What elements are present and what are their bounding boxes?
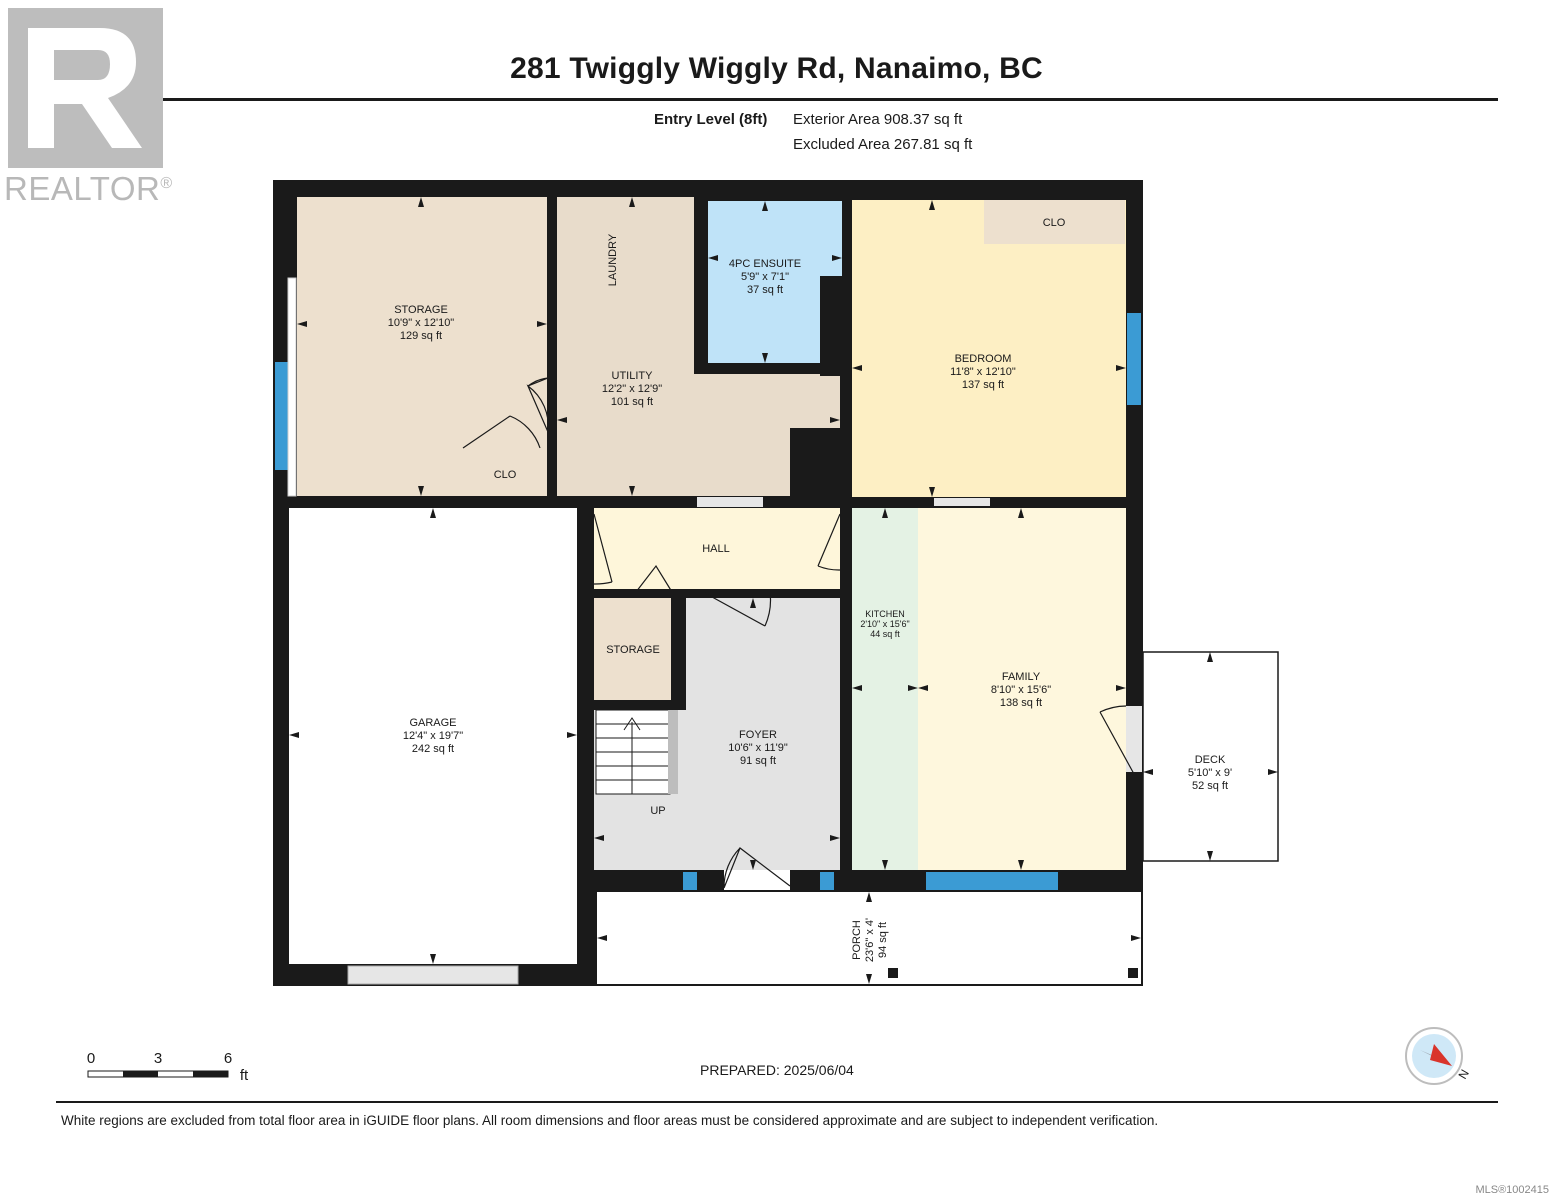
kitchen-name: KITCHEN bbox=[865, 609, 905, 619]
dimension-arrows bbox=[289, 197, 1278, 984]
hall-name: HALL bbox=[702, 543, 730, 555]
bedroom-area: 137 sq ft bbox=[962, 379, 1004, 391]
window-foyer-2 bbox=[820, 872, 834, 890]
window-storage bbox=[275, 362, 289, 470]
stairs bbox=[595, 709, 678, 795]
opening-utility-hall bbox=[697, 497, 763, 507]
ensuite-dims: 5'9" x 7'1" bbox=[741, 271, 789, 283]
window-bedroom bbox=[1127, 313, 1141, 405]
excluded-area: Excluded Area 267.81 sq ft bbox=[793, 136, 973, 153]
compass-north-label: N bbox=[1455, 1067, 1471, 1082]
deck-door-gap bbox=[1126, 706, 1142, 772]
garage-area: 242 sq ft bbox=[412, 743, 454, 755]
room-family bbox=[918, 508, 1126, 870]
wall-storage-foyer bbox=[671, 590, 686, 710]
foyer-area: 91 sq ft bbox=[740, 755, 776, 767]
wall-ensuite bbox=[820, 276, 852, 376]
foyer-name: FOYER bbox=[739, 729, 777, 741]
front-door-gap bbox=[724, 870, 790, 890]
room-storage-main bbox=[297, 197, 547, 496]
bedroom-name: BEDROOM bbox=[955, 353, 1012, 365]
scale-tick-6: 6 bbox=[224, 1050, 232, 1067]
room-utility bbox=[557, 197, 840, 496]
disclaimer-text: White regions are excluded from total fl… bbox=[61, 1113, 1159, 1128]
room-porch bbox=[597, 892, 1141, 984]
bedroom-dims: 11'8" x 12'10" bbox=[950, 366, 1016, 378]
realtor-logo-icon bbox=[8, 8, 163, 168]
storage-main-name: STORAGE bbox=[394, 304, 448, 316]
deck-outline bbox=[1142, 651, 1279, 862]
scale-tick-0: 0 bbox=[87, 1050, 95, 1067]
page-title: 281 Twiggly Wiggly Rd, Nanaimo, BC bbox=[510, 52, 1043, 85]
wall-utility bbox=[790, 428, 852, 498]
header-rule bbox=[56, 98, 1498, 101]
porch-post-1 bbox=[888, 968, 898, 978]
compass-icon: N bbox=[1405, 1027, 1472, 1085]
room-labels: STORAGE 10'9" x 12'10" 129 sq ft CLO LAU… bbox=[388, 217, 1232, 962]
porch-post-2 bbox=[1128, 968, 1138, 978]
storage-small-name: STORAGE bbox=[606, 644, 660, 656]
level-label: Entry Level (8ft) bbox=[654, 111, 768, 128]
clo-bedroom-name: CLO bbox=[1043, 217, 1066, 229]
stairs-up-label: UP bbox=[650, 805, 665, 817]
utility-dims: 12'2" x 12'9" bbox=[602, 383, 662, 395]
garage-door bbox=[347, 965, 519, 985]
room-kitchen bbox=[852, 508, 918, 870]
footer-rule bbox=[56, 1101, 1498, 1103]
storage-main-dims: 10'9" x 12'10" bbox=[388, 317, 455, 329]
garage-name: GARAGE bbox=[409, 717, 456, 729]
porch-name: PORCH bbox=[851, 920, 863, 960]
window-foyer-1 bbox=[683, 872, 697, 890]
door-swings bbox=[462, 377, 1135, 889]
clo-storage-name: CLO bbox=[494, 469, 517, 481]
kitchen-dims: 2'10" x 15'6" bbox=[860, 619, 909, 629]
room-garage bbox=[289, 508, 577, 964]
prepared-date: PREPARED: 2025/06/04 bbox=[700, 1062, 854, 1078]
mls-number: MLS®1002415 bbox=[1475, 1184, 1549, 1196]
family-name: FAMILY bbox=[1002, 671, 1041, 683]
family-area: 138 sq ft bbox=[1000, 697, 1042, 709]
scale-bar: 0 3 6 ft bbox=[87, 1050, 249, 1084]
porch-area: 94 sq ft bbox=[877, 922, 889, 958]
utility-name: UTILITY bbox=[612, 370, 654, 382]
room-hall bbox=[594, 508, 840, 589]
porch-label: PORCH 23'6" x 4' 94 sq ft bbox=[851, 918, 889, 962]
utility-area: 101 sq ft bbox=[611, 396, 653, 408]
room-clo-bedroom bbox=[984, 200, 1125, 244]
room-ensuite bbox=[708, 201, 842, 363]
room-clo-storage bbox=[464, 452, 547, 496]
laundry-name: LAUNDRY bbox=[607, 233, 619, 286]
ensuite-area: 37 sq ft bbox=[747, 284, 783, 296]
ensuite-name: 4PC ENSUITE bbox=[729, 258, 801, 270]
deck-name: DECK bbox=[1195, 754, 1226, 766]
room-storage-small bbox=[594, 598, 671, 700]
storage-main-area: 129 sq ft bbox=[400, 330, 442, 342]
family-dims: 8'10" x 15'6" bbox=[991, 684, 1051, 696]
scale-unit: ft bbox=[240, 1067, 249, 1084]
realtor-logo-text: REALTOR® bbox=[4, 170, 173, 207]
deck-area: 52 sq ft bbox=[1192, 780, 1228, 792]
room-bedroom bbox=[852, 200, 1126, 497]
opening-storage-west bbox=[287, 277, 297, 497]
kitchen-area: 44 sq ft bbox=[870, 629, 900, 639]
window-family bbox=[926, 872, 1058, 890]
opening-bedroom-family bbox=[934, 498, 990, 506]
deck-dims: 5'10" x 9' bbox=[1188, 767, 1232, 779]
garage-dims: 12'4" x 19'7" bbox=[403, 730, 463, 742]
foyer-dims: 10'6" x 11'9" bbox=[728, 742, 788, 754]
scale-tick-3: 3 bbox=[154, 1050, 162, 1067]
exterior-area: Exterior Area 908.37 sq ft bbox=[793, 111, 963, 128]
porch-dims: 23'6" x 4' bbox=[864, 918, 876, 962]
